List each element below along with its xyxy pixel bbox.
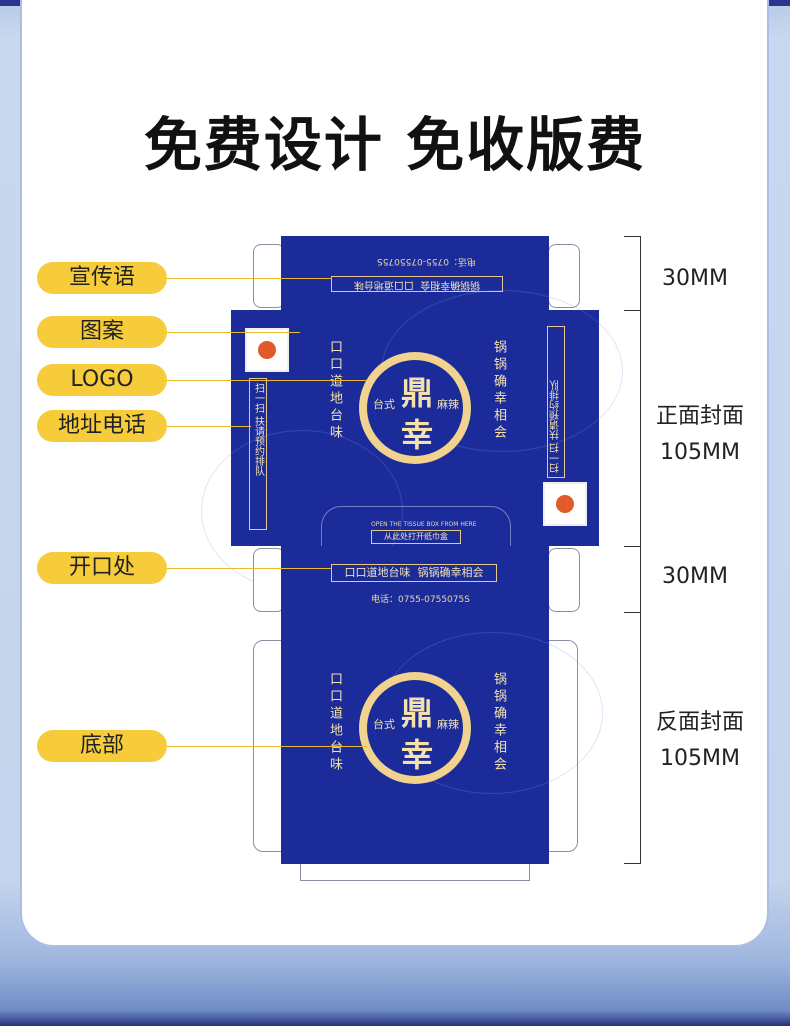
brand-logo-back: 鼎 幸 台式 麻辣 [359, 672, 471, 784]
logo-right-text: 麻辣 [437, 398, 459, 411]
leader-line [167, 380, 367, 381]
top-slogan-box: 锅锅确幸相会 口口道地台味 [331, 276, 503, 292]
side-panel: 口口道地台味 锅锅确幸相会 电话：0755-0755075S [281, 546, 549, 612]
bottom-tuck-flap [300, 864, 530, 881]
top-left-tab [253, 244, 285, 308]
dim-front-size: 105MM [660, 440, 740, 465]
leader-line [167, 332, 300, 333]
front-right-column: 锅锅确幸相会 [491, 340, 506, 442]
open-chinese: 从此处打开纸巾盒 [371, 530, 461, 544]
qr-caption-right-text: 扫一扫 扶请预约排队 [550, 379, 562, 473]
side-slogan-left: 口口道地台味 [344, 566, 411, 579]
label-slogan: 宣传语 [37, 262, 167, 294]
label-opening: 开口处 [37, 552, 167, 584]
dimension-tick [624, 612, 641, 613]
open-english: OPEN THE TISSUE BOX FROM HERE [371, 521, 477, 528]
leader-line [167, 278, 332, 279]
opening-outline [321, 506, 511, 547]
top-phone: 电话：0755-0755075S [377, 256, 476, 266]
label-address-phone: 地址电话 [37, 410, 167, 442]
qr-code-left [245, 328, 289, 372]
label-pattern: 图案 [37, 316, 167, 348]
dimension-tick [624, 863, 641, 864]
logo-char-bottom: 幸 [400, 416, 433, 454]
top-slogan-right: 锅锅确幸相会 [420, 279, 481, 290]
qr-caption-left: 扫一扫 扶请预约排队 [249, 378, 267, 530]
dimension-tick [624, 236, 641, 237]
dim-back-title: 反面封面 [655, 710, 744, 735]
dimension-line [640, 236, 641, 864]
qr-code-right [543, 482, 587, 526]
logo-char-bottom: 幸 [400, 736, 433, 774]
dimension-tick [624, 546, 641, 547]
mid-left-tab [253, 548, 285, 612]
front-left-column: 口口道地台味 [327, 340, 342, 442]
logo-left-text: 台式 [373, 718, 395, 731]
leader-line [167, 426, 251, 427]
side-phone: 电话：0755-0755075S [371, 595, 470, 605]
dim-back-size: 105MM [660, 746, 740, 771]
mid-right-tab [548, 548, 580, 612]
dim-top-flap: 30MM [662, 266, 728, 291]
logo-char-top: 鼎 [400, 694, 433, 732]
qr-caption-left-text: 扫一扫 扶请预约排队 [252, 383, 264, 477]
label-logo: LOGO [37, 364, 167, 396]
logo-right-text: 麻辣 [437, 718, 459, 731]
logo-left-text: 台式 [373, 398, 395, 411]
side-slogan-right: 锅锅确幸相会 [417, 566, 484, 579]
side-slogan-box: 口口道地台味 锅锅确幸相会 [331, 564, 497, 582]
back-left-column: 口口道地台味 [327, 672, 342, 774]
leader-line [167, 746, 367, 747]
leader-line [167, 568, 332, 569]
dim-front-title: 正面封面 [655, 404, 744, 429]
brand-logo: 鼎 幸 台式 麻辣 [359, 352, 471, 464]
label-bottom: 底部 [37, 730, 167, 762]
logo-char-top: 鼎 [400, 374, 433, 412]
dim-side: 30MM [662, 564, 728, 589]
top-slogan-left: 口口道地台味 [353, 279, 414, 290]
back-right-column: 锅锅确幸相会 [491, 672, 506, 774]
page-headline: 免费设计 免收版费 [143, 111, 647, 179]
back-panel: 口口道地台味 锅锅确幸相会 鼎 幸 台式 麻辣 [281, 612, 603, 864]
dimension-tick [624, 310, 641, 311]
front-panel: 扫一扫 扶请预约排队 扫一扫 扶请预约排队 口口道地台味 锅锅确幸相会 鼎 幸 … [201, 290, 623, 592]
qr-caption-right: 扫一扫 扶请预约排队 [547, 326, 565, 478]
